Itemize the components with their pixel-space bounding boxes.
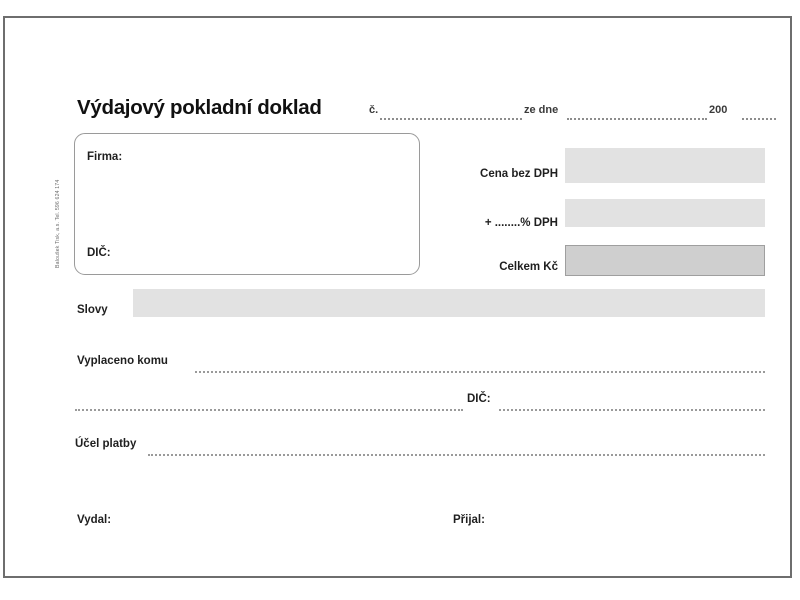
price-without-vat-field[interactable] [565, 148, 765, 183]
total-amount-field[interactable] [565, 245, 765, 276]
document-date-input-rule[interactable] [567, 116, 707, 120]
payment-purpose-input-rule[interactable] [148, 452, 765, 456]
document-year-input-rule[interactable] [742, 116, 776, 120]
paid-to-continuation-rule[interactable] [75, 407, 463, 411]
paid-to-label: Vyplaceno komu [77, 355, 168, 367]
vat-percent-label: + ........% DPH [484, 217, 558, 229]
side-imprint-text: Baloušek Tisk, a.s. Tel. 596 624 174 [55, 179, 61, 268]
page-title: Výdajový pokladní doklad [77, 96, 322, 119]
recipient-vat-id-input-rule[interactable] [499, 407, 765, 411]
price-without-vat-label: Cena bez DPH [480, 168, 558, 180]
document-date-label: ze dne [524, 104, 559, 116]
issued-by-label: Vydal: [77, 514, 112, 526]
document-number-input-rule[interactable] [380, 116, 522, 120]
company-box[interactable]: Firma: DIČ: [74, 133, 420, 275]
amount-in-words-field[interactable] [133, 289, 765, 317]
total-amount-label: Celkem Kč [499, 261, 558, 273]
document-year-label: 200 [709, 104, 728, 116]
amount-in-words-label: Slovy [77, 304, 108, 316]
paid-to-input-rule[interactable] [195, 369, 765, 373]
recipient-vat-id-label: DIČ: [467, 393, 491, 405]
vat-amount-field[interactable] [565, 199, 765, 227]
document-number-label: č. [369, 104, 379, 116]
payment-purpose-label: Účel platby [75, 438, 137, 450]
form-outer-frame: Baloušek Tisk, a.s. Tel. 596 624 174 Výd… [3, 16, 792, 578]
title-row: Výdajový pokladní doklad č. ze dne 200 [77, 96, 777, 122]
company-name-label: Firma: [87, 151, 123, 163]
received-by-label: Přijal: [453, 514, 485, 526]
company-vat-id-label: DIČ: [87, 247, 111, 259]
